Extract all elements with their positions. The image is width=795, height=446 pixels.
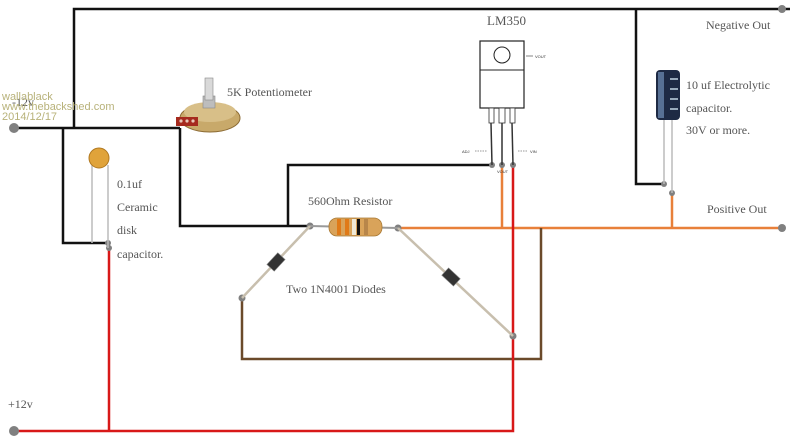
- watermark-author: wallablack: [1, 91, 53, 103]
- pin-label-vin: VIN: [530, 149, 537, 154]
- diode-2-body: [441, 267, 461, 287]
- pot-shaft: [204, 77, 214, 101]
- terminals: [9, 5, 786, 436]
- label-electro-3: 30V or more.: [686, 123, 750, 137]
- label-electro-1: 10 uf Electrolytic: [686, 78, 770, 92]
- ceramic-disk-body: [88, 147, 110, 169]
- wire-pot-to-resistor: [178, 128, 310, 228]
- wire-elec-neg: [634, 9, 664, 186]
- regulator-tab-hole: [493, 46, 511, 64]
- pin-label-adj: ADJ: [462, 149, 470, 154]
- watermark-url: www.thebackshed.com: [1, 101, 115, 113]
- input-wires: [14, 165, 515, 433]
- lm350-regulator: VOUT ADJ VOUT VIN: [462, 40, 547, 174]
- diodes: [241, 225, 514, 337]
- positive-out-wires: [398, 165, 782, 230]
- wire-pos12-input: [14, 165, 515, 433]
- junction-dot: [106, 245, 112, 251]
- label-diodes: Two 1N4001 Diodes: [286, 282, 386, 296]
- label-ceramic-4: capacitor.: [117, 247, 163, 261]
- label-electro-2: capacitor.: [686, 101, 732, 115]
- terminal-positive-out: [778, 224, 786, 232]
- label-ceramic-2: Ceramic: [117, 200, 158, 214]
- potentiometer: [176, 77, 241, 133]
- label-neg12: -12v: [12, 95, 34, 109]
- resistor-560ohm: [309, 217, 399, 237]
- pin-label-vout: VOUT: [497, 169, 509, 174]
- label-potentiometer: 5K Potentiometer: [227, 85, 312, 99]
- label-resistor: 560Ohm Resistor: [308, 194, 392, 208]
- label-ceramic-3: disk: [117, 223, 137, 237]
- wire-diode-loop: [240, 228, 543, 361]
- watermark-date: 2014/12/17: [2, 111, 57, 123]
- label-positive-out: Positive Out: [707, 202, 767, 216]
- ceramic-capacitor: [88, 147, 110, 248]
- diode-1-body: [266, 252, 286, 272]
- label-negative-out: Negative Out: [706, 18, 771, 32]
- wire-top-negative: [72, 7, 790, 128]
- negative-wires: [14, 7, 790, 245]
- electrolytic-capacitor: [656, 70, 680, 193]
- wire-ceramic-neg: [61, 128, 108, 245]
- terminal-pos12: [9, 426, 19, 436]
- label-ceramic-1: 0.1uf: [117, 177, 142, 191]
- terminal-neg12: [9, 123, 19, 133]
- label-lm350: LM350: [487, 13, 526, 28]
- wire-adj: [286, 163, 492, 226]
- terminal-negative-out: [778, 5, 786, 13]
- label-pos12: +12v: [8, 397, 33, 411]
- pin-label-vout-tab: VOUT: [535, 54, 547, 59]
